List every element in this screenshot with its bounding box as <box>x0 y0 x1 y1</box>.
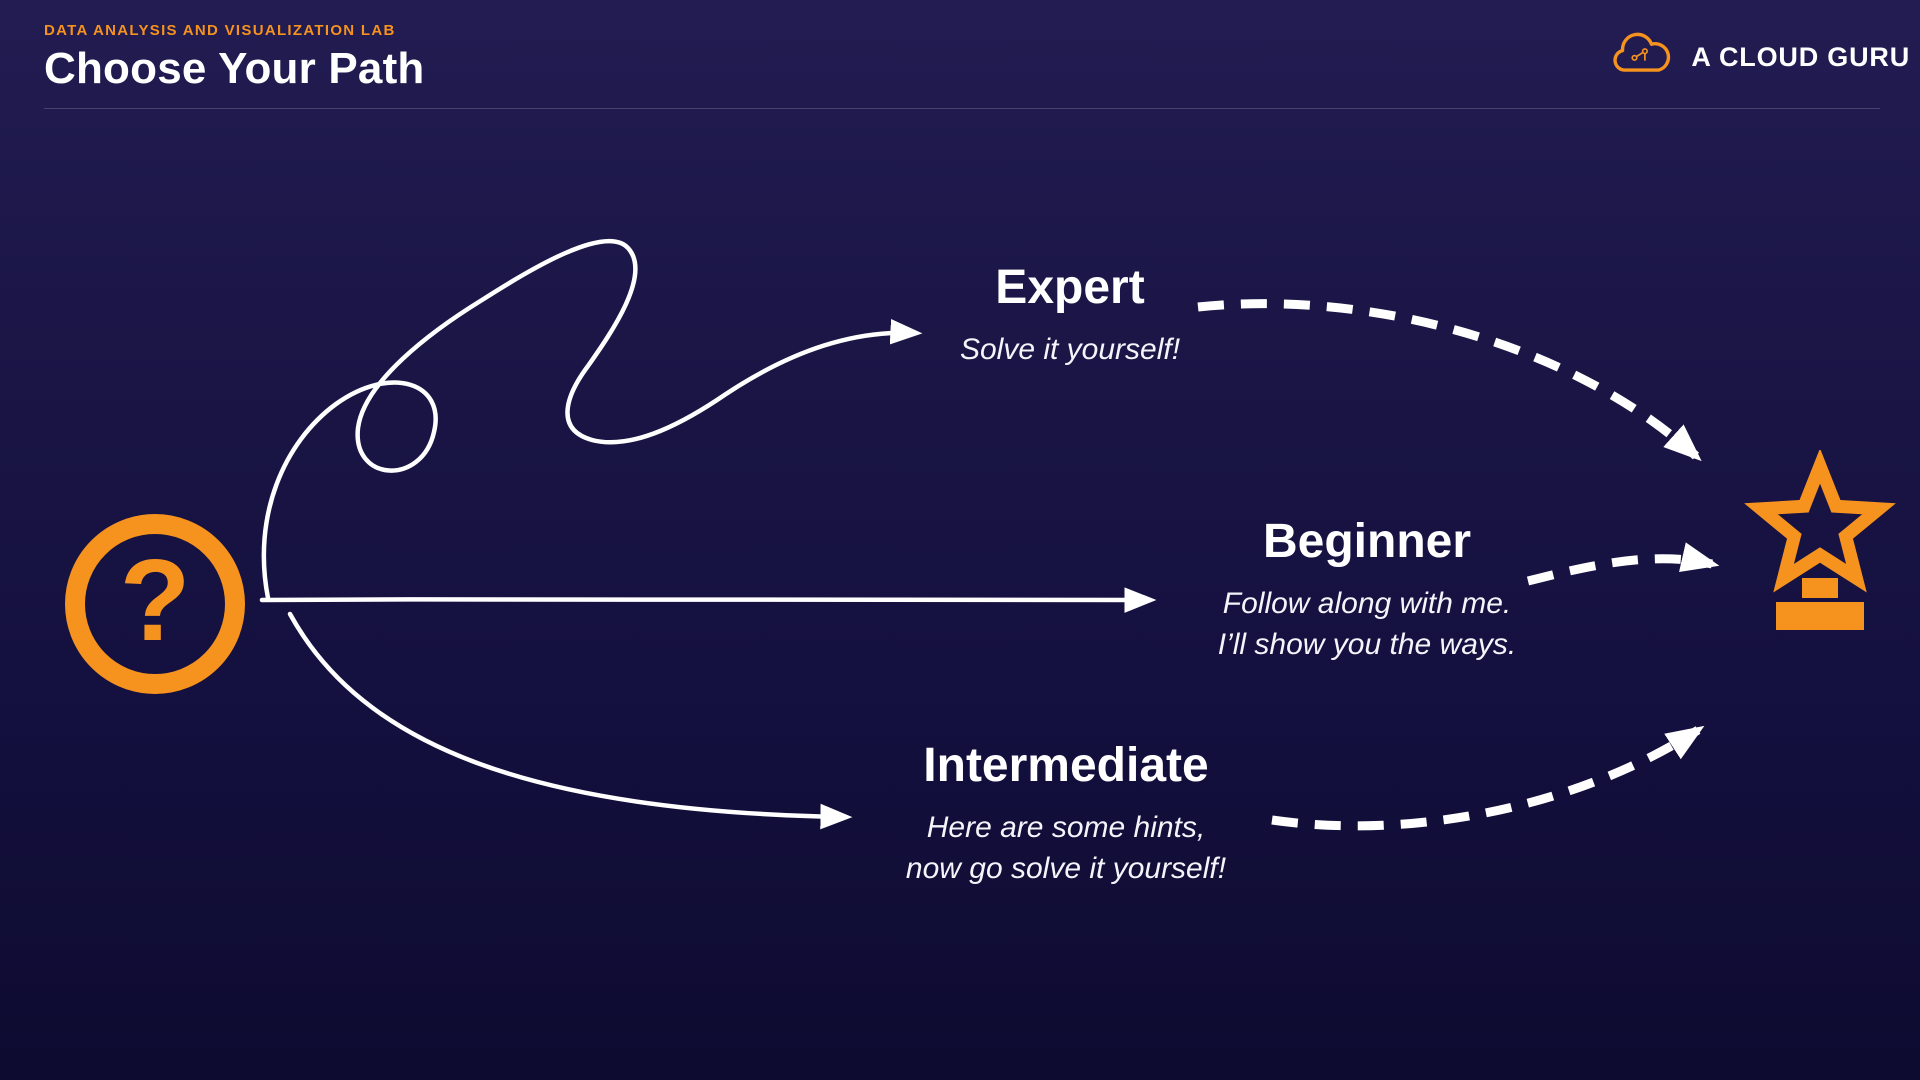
level-expert-tagline-line-1: Solve it yourself! <box>959 332 1181 366</box>
cloud-logo-icon <box>1609 32 1677 83</box>
expert-squiggle-line <box>261 238 923 601</box>
header-divider <box>44 108 1880 109</box>
level-beginner-title: Beginner <box>1262 515 1472 568</box>
brand-lockup: A CLOUD GURU <box>1609 32 1910 83</box>
beginner-straight-line <box>259 587 1157 613</box>
intermediate-dashed-arrow <box>1271 725 1705 831</box>
level-beginner: Beginner Follow along with me. I’ll show… <box>1218 515 1516 665</box>
lab-eyebrow: DATA ANALYSIS AND VISUALIZATION LAB <box>44 22 396 39</box>
brand-name: A CLOUD GURU <box>1691 42 1910 72</box>
question-glyph: ? <box>119 535 191 665</box>
trophy-icon <box>1740 448 1900 645</box>
level-intermediate-tagline-line-1: Here are some hints, <box>926 810 1206 844</box>
level-beginner-tagline-line-1: Follow along with me. <box>1222 586 1512 620</box>
beginner-dashed-arrow <box>1526 542 1720 586</box>
question-mark-icon: ? <box>65 514 245 694</box>
level-intermediate-title: Intermediate <box>923 739 1209 792</box>
level-beginner-tagline-line-2: I’ll show you the ways. <box>1217 627 1517 661</box>
intermediate-curve-line <box>287 611 853 830</box>
level-intermediate: Intermediate Here are some hints, now go… <box>906 739 1226 889</box>
level-expert-title: Expert <box>995 261 1145 314</box>
level-expert: Expert Solve it yourself! <box>960 261 1180 370</box>
page-title: Choose Your Path <box>44 44 425 93</box>
level-expert-tagline: Solve it yourself! <box>960 329 1180 370</box>
level-beginner-tagline: Follow along with me. I’ll show you the … <box>1218 583 1516 665</box>
level-intermediate-tagline-line-2: now go solve it yourself! <box>905 851 1227 885</box>
expert-dashed-arrow <box>1197 299 1702 462</box>
level-intermediate-tagline: Here are some hints, now go solve it you… <box>906 807 1226 889</box>
